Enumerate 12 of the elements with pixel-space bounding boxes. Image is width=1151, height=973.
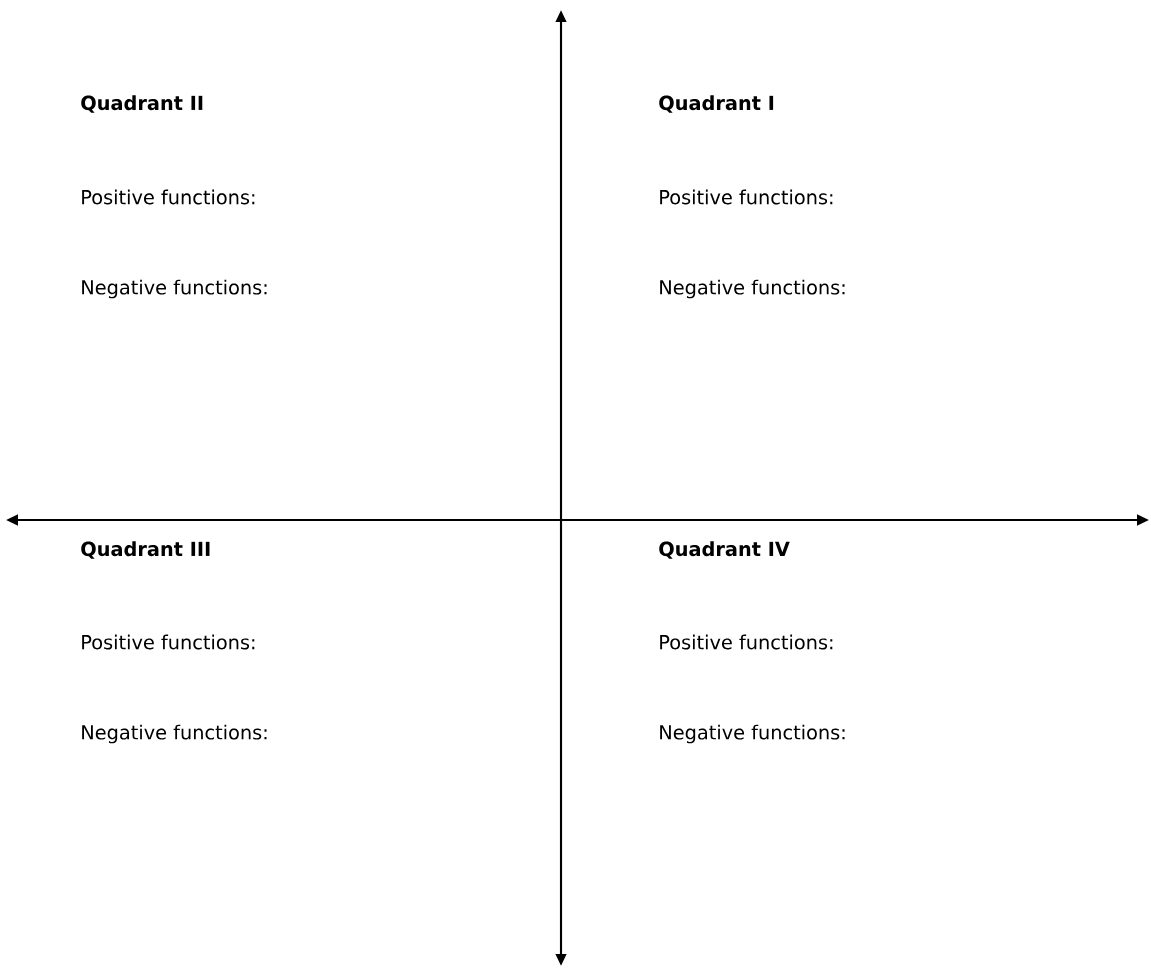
field-label: Positive functions:	[82, 189, 255, 205]
quadrant-heading: Quadrant II	[81, 95, 203, 113]
field-label: Negative functions:	[660, 724, 845, 744]
field-label: Positive functions:	[82, 634, 255, 650]
field-label: Positive functions:	[660, 189, 833, 205]
quadrant-heading: Quadrant IV	[659, 541, 790, 559]
quadrant-heading: Quadrant I	[659, 95, 774, 113]
field-label: Positive functions:	[660, 634, 833, 650]
field-label: Negative functions:	[660, 279, 845, 299]
field-label: Negative functions:	[82, 279, 267, 299]
quadrant-heading: Quadrant III	[81, 541, 210, 559]
field-label: Negative functions:	[82, 724, 267, 744]
